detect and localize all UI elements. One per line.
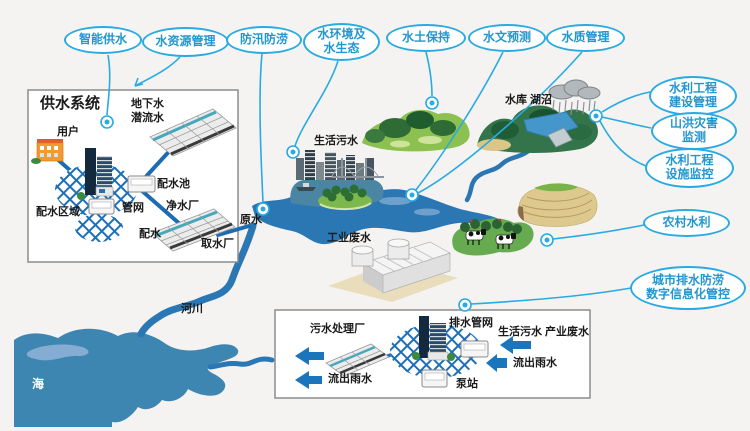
oval-hydro-forecast: 水文预测 [468, 24, 546, 52]
connector-flood-control [259, 53, 264, 203]
drainage-system-box [274, 309, 591, 399]
connector-soil-conservation [425, 51, 433, 97]
oval-smart-water-supply: 智能供水 [64, 26, 142, 54]
oval-water-env-ecology: 水环境及 水生态 [303, 23, 380, 61]
ring-icon [425, 96, 439, 110]
pump-station-tank-icon [421, 369, 448, 388]
connector-facility-monitor [599, 120, 647, 167]
distribution-net-small [75, 214, 123, 242]
ring-icon [256, 202, 270, 216]
distribution-pool-label: 配水池 [157, 178, 190, 190]
river-light-streak [379, 197, 411, 205]
treated-outflow-stream [207, 356, 275, 370]
user-building-icon [31, 139, 64, 164]
domestic-sewage-label: 生活污水 [314, 135, 358, 147]
forest-mountain [362, 109, 470, 152]
river-kawa-stream [137, 222, 257, 338]
sea-label: 海 [32, 377, 45, 391]
boat-icon [296, 183, 316, 191]
dam [547, 127, 573, 148]
ring-icon [589, 109, 603, 123]
ring-icon [286, 145, 300, 159]
oval-water-resource-mgmt: 水资源管理 [142, 27, 229, 57]
flow-arrows [295, 336, 531, 389]
storage-tank-icon [387, 238, 410, 260]
pipe-network-label: 管网 [122, 202, 144, 214]
rain-outflow-bottom-label: 流出雨水 [328, 373, 372, 385]
oval-water-quality-mgmt: 水质管理 [546, 24, 625, 52]
ring-icon [458, 298, 472, 312]
drainage-network-label: 排水管网 [449, 317, 493, 329]
industrial-factory [328, 238, 458, 302]
city-domestic-sewage [290, 150, 384, 208]
connector-resource-mgmt [134, 56, 181, 87]
oval-soil-conservation: 水土保持 [386, 24, 466, 52]
rain-streaks [552, 99, 596, 116]
river-light-streak [414, 208, 440, 216]
oval-flash-flood-monitor: 山洪灾害 监测 [651, 112, 737, 150]
groundwater-label: 地下水 潜流水 [131, 98, 164, 125]
oval-facility-monitor: 水利工程 设施监控 [645, 148, 734, 188]
distribution-label: 配水 [139, 228, 161, 240]
connector-rural-water [552, 224, 645, 240]
connector-water-env [294, 60, 339, 147]
drainage-city-buildings-icon [412, 316, 455, 361]
cow-icon [465, 229, 486, 245]
oval-urban-drainage-info: 城市排水防涝 数字信息化管控 [630, 266, 746, 310]
inflow-tank-icon [460, 340, 489, 358]
oval-construction-mgmt: 水利工程 建设管理 [649, 76, 737, 116]
oval-rural-water: 农村水利 [643, 209, 730, 237]
user-label: 用户 [57, 126, 79, 138]
intake-plant-label: 取水厂 [201, 238, 234, 250]
reservoir-mountain [477, 105, 598, 153]
sewage-plant-label: 污水处理厂 [310, 323, 365, 335]
arrow-left-icon [486, 354, 507, 372]
groundwater-plant-grid [149, 108, 237, 157]
sewage-plant-grid [325, 343, 390, 377]
terraced-field [517, 183, 598, 227]
connector-arrowhead [134, 77, 144, 87]
sea-light-patch [26, 344, 89, 361]
river-label: 河川 [181, 303, 203, 315]
connector-quality-mgmt [417, 51, 583, 194]
industrial-waste-label: 工业废水 [327, 232, 371, 244]
reservoir-stream [464, 144, 535, 203]
arrow-left-icon [295, 347, 324, 365]
purification-plant-label: 净水厂 [166, 200, 199, 212]
pipe-network-tank-icon [88, 198, 115, 215]
pump-station-label: 泵站 [456, 378, 478, 390]
pasture-cows [452, 218, 534, 256]
connector-rings [100, 96, 603, 312]
supply-system-title: 供水系统 [40, 95, 101, 112]
ring-icon [540, 233, 554, 247]
connector-smart-supply [106, 54, 111, 116]
green-island [318, 184, 372, 211]
reservoir-lake-label: 水库 湖沼 [505, 94, 553, 106]
rain-outflow-right-label: 流出雨水 [513, 357, 557, 369]
ring-icon [100, 115, 114, 129]
bridge [331, 158, 384, 178]
distribution-pool-tank-icon [127, 175, 156, 193]
supply-system-box [27, 89, 251, 263]
arrow-left-icon [295, 371, 322, 389]
city-buildings-icon [77, 148, 114, 200]
arrow-left-icon [500, 336, 531, 354]
rain-cloud-icon [548, 79, 601, 116]
distribution-area-label: 配水区域 [36, 206, 80, 218]
connector-lines [106, 51, 652, 305]
connector-hydro-forecast [414, 51, 504, 192]
oval-flood-control: 防汛防涝 [226, 26, 302, 54]
storage-tank-icon [351, 245, 374, 267]
connector-urban-drainage [470, 287, 632, 305]
intake-plant-grid [151, 208, 236, 252]
connector-flash-flood [601, 116, 652, 129]
sea-shape [14, 328, 239, 427]
ring-icon [405, 188, 419, 202]
cow-icon [495, 233, 516, 249]
connector-construction-mgmt [601, 91, 651, 113]
domestic-industrial-label: 生活污水 产业废水 [498, 326, 590, 338]
raw-water-label: 原水 [240, 214, 262, 226]
